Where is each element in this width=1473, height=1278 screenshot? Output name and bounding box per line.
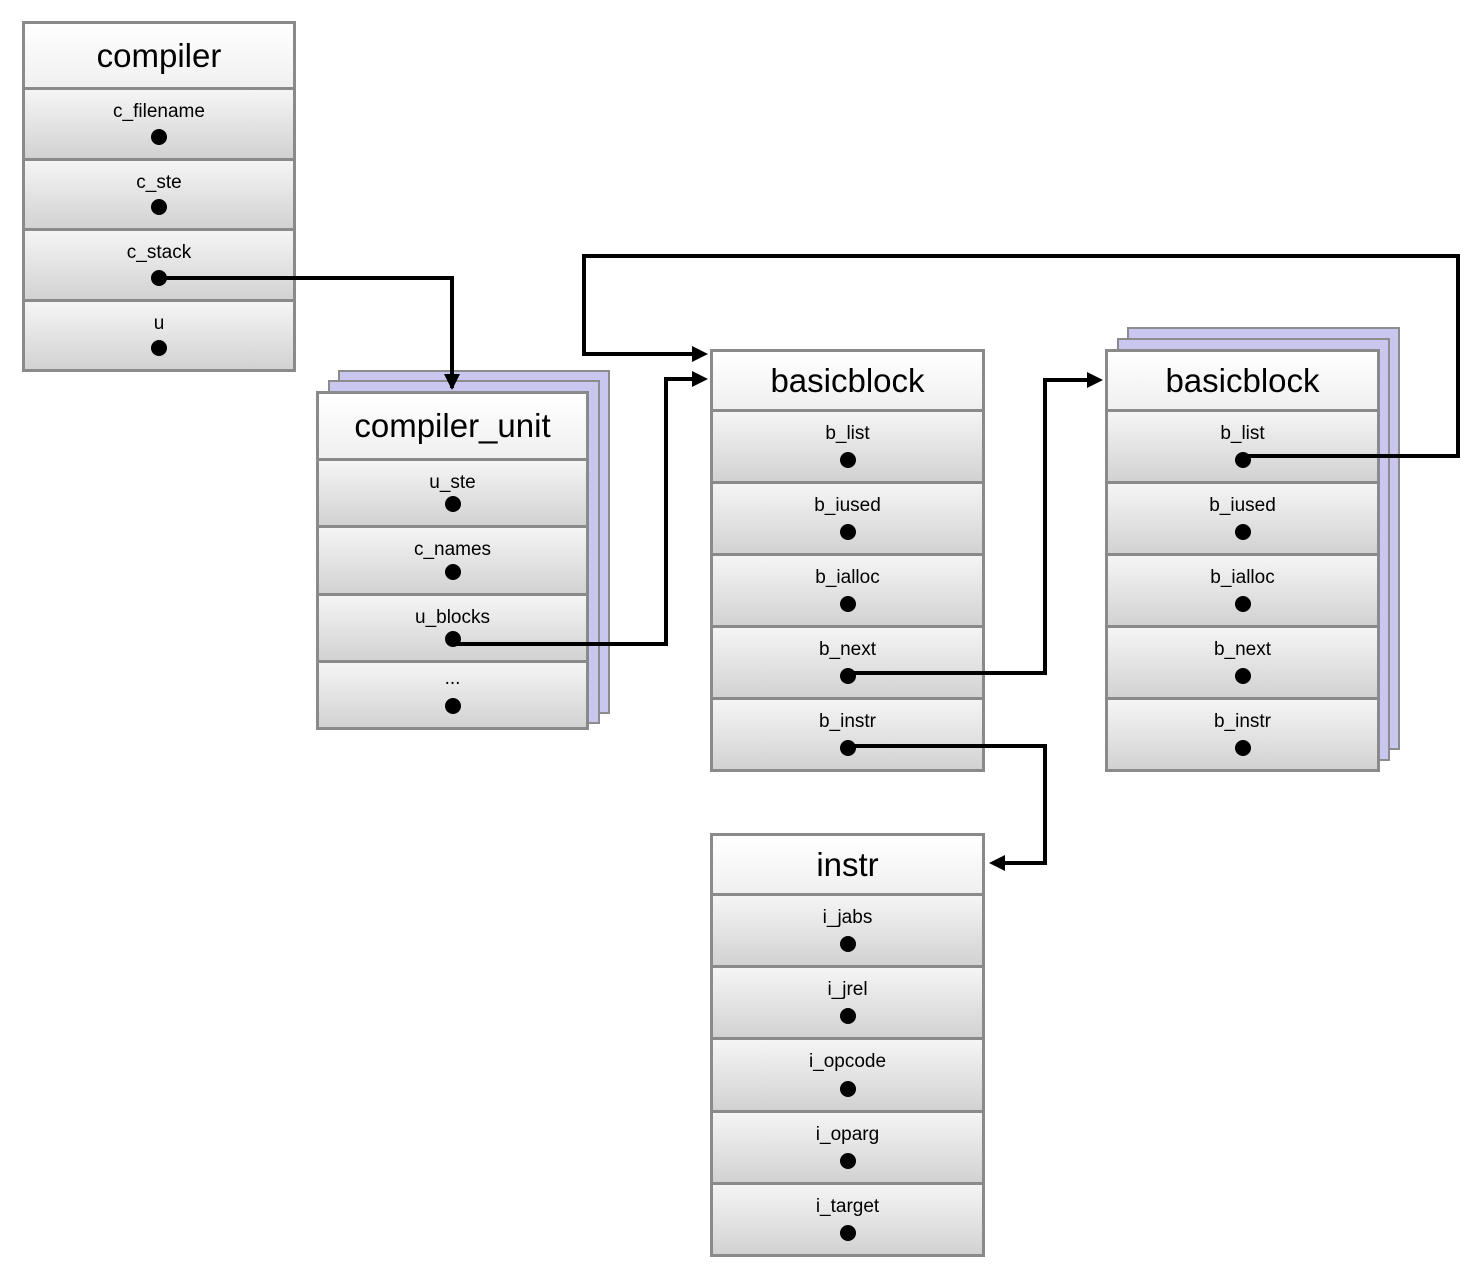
pointer-dot xyxy=(839,1080,856,1097)
field-u-blocks: u_blocks xyxy=(319,592,586,660)
pointer-dot xyxy=(839,936,856,953)
pointer-dot xyxy=(839,740,856,756)
pointer-dot xyxy=(839,1225,856,1242)
pointer-dot xyxy=(839,1008,856,1025)
field-label: i_oparg xyxy=(815,1123,880,1145)
field-b-list: b_list xyxy=(1108,412,1377,481)
pointer-dot xyxy=(444,630,461,647)
field-label: b_ialloc xyxy=(1210,567,1275,588)
field-label: u_blocks xyxy=(415,606,490,628)
pointer-dot xyxy=(151,269,167,286)
field-label: u_ste xyxy=(429,472,476,493)
pointer-dot xyxy=(839,668,856,684)
field-c-stack: c_stack xyxy=(25,228,293,299)
field-b-list: b_list xyxy=(713,412,982,481)
arrowhead xyxy=(692,371,708,387)
field-label: c_names xyxy=(413,539,492,561)
field-label: b_instr xyxy=(1213,711,1272,732)
field-label: ... xyxy=(444,667,461,689)
field-i-jabs: i_jabs xyxy=(713,896,982,966)
struct-title: compiler_unit xyxy=(319,394,586,461)
field-label: b_ialloc xyxy=(815,567,880,588)
field-ellipsis: ... xyxy=(319,659,586,727)
field-b-instr: b_instr xyxy=(1108,697,1377,769)
arrowhead xyxy=(989,855,1005,871)
arrowhead xyxy=(1087,372,1103,388)
field-label: b_list xyxy=(825,423,870,444)
pointer-dot xyxy=(151,128,167,145)
field-b-instr: b_instr xyxy=(713,697,982,769)
field-label: c_stack xyxy=(126,242,192,263)
field-list: c_filename c_ste c_stack u xyxy=(25,90,293,369)
field-label: i_jrel xyxy=(827,979,868,1001)
pointer-dot xyxy=(444,563,461,580)
field-list: b_list b_iused b_ialloc b_next b_instr xyxy=(1108,412,1377,769)
field-list: b_list b_iused b_ialloc b_next b_instr xyxy=(713,412,982,769)
field-u-ste: u_ste xyxy=(319,461,586,526)
pointer-dot xyxy=(151,340,167,356)
field-label: c_filename xyxy=(113,101,205,122)
arrowhead xyxy=(692,346,708,362)
field-b-next: b_next xyxy=(1108,625,1377,697)
pointer-dot xyxy=(1234,596,1251,612)
pointer-dot xyxy=(839,524,856,540)
basicblock-2-struct: basicblock b_list b_iused b_ialloc b_nex… xyxy=(1105,349,1380,772)
field-label: i_jabs xyxy=(822,907,873,928)
field-label: c_ste xyxy=(136,171,182,193)
field-label: b_next xyxy=(818,639,877,660)
field-label: i_opcode xyxy=(808,1051,887,1073)
instr-struct: instr i_jabs i_jrel i_opcode i_oparg i_t… xyxy=(710,833,985,1257)
field-b-next: b_next xyxy=(713,625,982,697)
field-b-iused: b_iused xyxy=(713,481,982,553)
pointer-dot xyxy=(1234,524,1251,540)
field-list: u_ste c_names u_blocks ... xyxy=(319,461,586,727)
pointer-dot xyxy=(151,199,167,215)
pointer-dot xyxy=(444,698,461,714)
basicblock-1-struct: basicblock b_list b_iused b_ialloc b_nex… xyxy=(710,349,985,772)
field-label: i_target xyxy=(815,1195,880,1217)
field-b-ialloc: b_ialloc xyxy=(1108,553,1377,625)
field-label: u xyxy=(153,312,165,334)
field-label: b_next xyxy=(1213,639,1272,660)
field-label: b_iused xyxy=(1209,495,1276,516)
field-i-opcode: i_opcode xyxy=(713,1037,982,1110)
field-i-target: i_target xyxy=(713,1181,982,1255)
field-c-ste: c_ste xyxy=(25,157,293,228)
struct-title: basicblock xyxy=(713,352,982,412)
field-label: b_list xyxy=(1220,423,1265,444)
field-b-iused: b_iused xyxy=(1108,481,1377,553)
pointer-dot xyxy=(1234,452,1251,468)
field-c-filename: c_filename xyxy=(25,90,293,158)
pointer-dot xyxy=(1234,668,1251,684)
field-b-ialloc: b_ialloc xyxy=(713,553,982,625)
compiler-unit-struct: compiler_unit u_ste c_names u_blocks ... xyxy=(316,391,589,730)
field-u: u xyxy=(25,298,293,369)
pointer-dot xyxy=(839,1152,856,1169)
pointer-dot xyxy=(839,596,856,612)
field-label: b_instr xyxy=(818,711,877,732)
struct-title: compiler xyxy=(25,24,293,90)
struct-title: instr xyxy=(713,836,982,896)
compiler-struct: compiler c_filename c_ste c_stack u xyxy=(22,21,296,372)
field-label: b_iused xyxy=(814,495,881,516)
field-list: i_jabs i_jrel i_opcode i_oparg i_target xyxy=(713,896,982,1255)
field-i-oparg: i_oparg xyxy=(713,1109,982,1182)
pointer-dot xyxy=(839,452,856,468)
pointer-dot xyxy=(1234,740,1251,756)
field-c-names: c_names xyxy=(319,525,586,593)
pointer-dot xyxy=(444,496,461,513)
field-i-jrel: i_jrel xyxy=(713,965,982,1038)
struct-title: basicblock xyxy=(1108,352,1377,412)
